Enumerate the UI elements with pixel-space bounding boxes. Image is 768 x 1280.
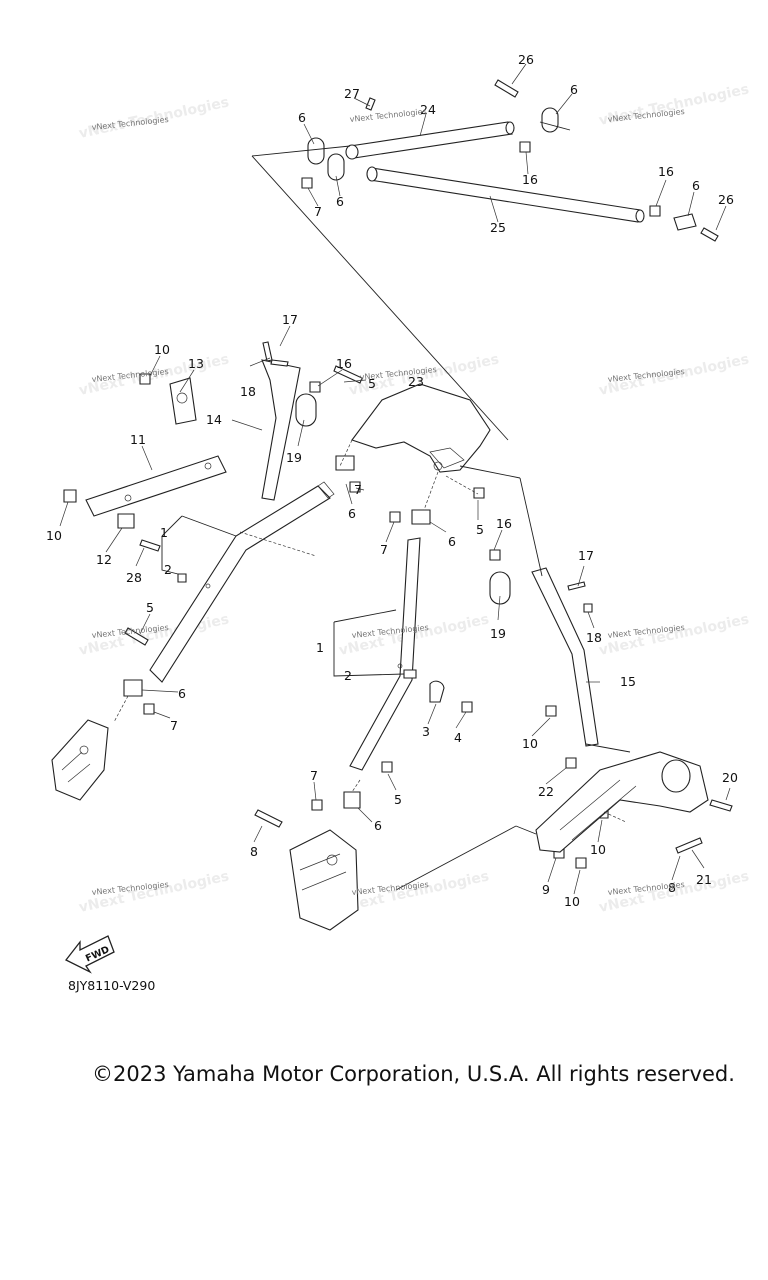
- callout-label: 6: [570, 82, 578, 97]
- callout-label: 21: [696, 872, 712, 887]
- center-lower-mount: [289, 829, 359, 931]
- callout-label: 28: [126, 570, 142, 585]
- callout-label: 5: [394, 792, 402, 807]
- callout-label: 10: [46, 528, 62, 543]
- diagram-code: 8JY8110-V290: [68, 978, 156, 993]
- callout-label: 12: [96, 552, 112, 567]
- callout-label: 18: [586, 630, 602, 645]
- callout-label: 18: [240, 384, 256, 399]
- callout-label: 3: [422, 724, 430, 739]
- callout-label: 4: [454, 730, 462, 745]
- callout-label: 5: [146, 600, 154, 615]
- callout-label: 6: [692, 178, 700, 193]
- callout-label: 6: [448, 534, 456, 549]
- callout-label: 25: [490, 220, 506, 235]
- callout-label: 16: [658, 164, 674, 179]
- callout-label: 14: [206, 412, 222, 427]
- callout-numbers: 1 1 2 2 3 4 5 5 5 5 6 6 6 6 6 6 6 6 7 7 …: [46, 52, 738, 909]
- callout-label: 6: [374, 818, 382, 833]
- lower-crossbar-25: [366, 166, 645, 223]
- callout-label: 13: [188, 356, 204, 371]
- callout-label: 7: [310, 768, 318, 783]
- callout-label: 16: [336, 356, 352, 371]
- callout-label: 1: [316, 640, 324, 655]
- callout-label: 6: [348, 506, 356, 521]
- callout-label: 8: [668, 880, 676, 895]
- callout-label: 10: [564, 894, 580, 909]
- callout-label: 6: [336, 194, 344, 209]
- callout-label: 7: [380, 542, 388, 557]
- callout-label: 26: [718, 192, 734, 207]
- center-hardware: [254, 365, 485, 828]
- copyright-notice: ©2023 Yamaha Motor Corporation, U.S.A. A…: [92, 1062, 735, 1086]
- upper-crossbar-24: [345, 121, 515, 160]
- callout-label: 7: [354, 482, 362, 497]
- callout-label: 7: [314, 204, 322, 219]
- callout-label: 19: [490, 626, 506, 641]
- callout-label: 17: [282, 312, 298, 327]
- left-hardware: [63, 341, 321, 715]
- callout-label: 24: [420, 102, 436, 117]
- callout-label: 10: [590, 842, 606, 857]
- bracket-13: [169, 377, 197, 425]
- left-lower-mount: [51, 719, 109, 801]
- callout-label: 11: [130, 432, 146, 447]
- callout-label: 7: [170, 718, 178, 733]
- callout-label: 26: [518, 52, 534, 67]
- callout-label: 6: [298, 110, 306, 125]
- center-pillar-1: [349, 537, 421, 771]
- callout-label: 5: [476, 522, 484, 537]
- right-stay-15: [531, 567, 599, 747]
- callout-label: 23: [408, 374, 424, 389]
- left-brace-11: [85, 455, 227, 517]
- callout-label: 1: [160, 525, 168, 540]
- callout-label: 10: [522, 736, 538, 751]
- callout-label: 9: [542, 882, 550, 897]
- callout-label: 2: [344, 668, 352, 683]
- center-cowl-23: [351, 383, 491, 473]
- callout-label: 8: [250, 844, 258, 859]
- callout-label: 16: [496, 516, 512, 531]
- callout-label: 22: [538, 784, 554, 799]
- callout-label: 5: [368, 376, 376, 391]
- top-fittings: [301, 79, 719, 242]
- callout-label: 2: [164, 562, 172, 577]
- watermark: vNext Technologies: [349, 107, 427, 124]
- fwd-arrow-icon: FWD: [65, 935, 115, 974]
- left-stay-14: [261, 359, 301, 501]
- callout-label: 10: [154, 342, 170, 357]
- right-lower-mount: [535, 751, 709, 853]
- callout-label: 16: [522, 172, 538, 187]
- reference-lines: [113, 121, 631, 891]
- callout-label: 19: [286, 450, 302, 465]
- callout-label: 17: [578, 548, 594, 563]
- right-hardware: [489, 549, 733, 869]
- callout-leaders: [59, 63, 731, 895]
- callout-label: 6: [178, 686, 186, 701]
- callout-label: 20: [722, 770, 738, 785]
- callout-label: 15: [620, 674, 636, 689]
- callout-label: 27: [344, 86, 360, 101]
